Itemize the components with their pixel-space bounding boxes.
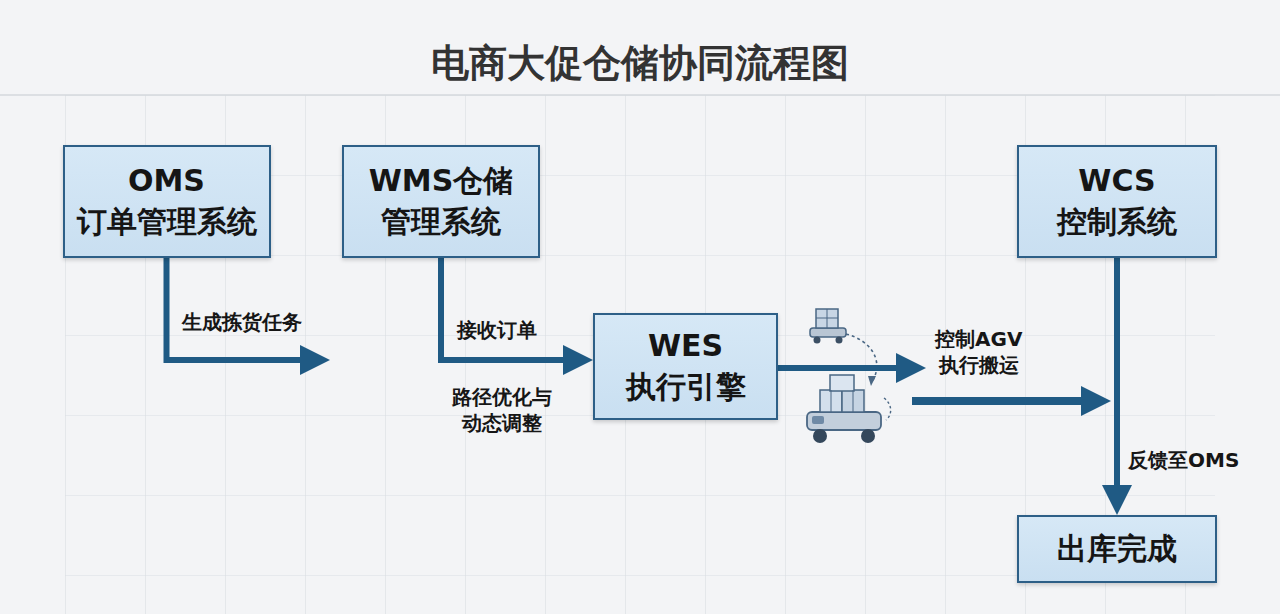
edge-label: 反馈至OMS — [1128, 447, 1239, 473]
arrow-head — [1102, 485, 1132, 515]
connector — [441, 258, 593, 375]
diagram-title: 电商大促仓储协同流程图 — [0, 38, 1280, 89]
connector — [1102, 258, 1132, 515]
connector-line — [912, 397, 1085, 405]
process-box: OMS 订单管理系统 — [63, 145, 271, 258]
process-box: WES 执行引擎 — [593, 313, 778, 420]
box-label: WES 执行引擎 — [626, 326, 746, 407]
arrow-head — [896, 353, 926, 383]
arrow-head — [1081, 386, 1111, 416]
box-label: 出库完成 — [1057, 529, 1177, 570]
edge-label: 接收订单 — [457, 317, 537, 343]
connector-line — [778, 365, 900, 371]
connector — [167, 258, 331, 375]
box-label: WMS仓储 管理系统 — [369, 161, 514, 242]
connector-line — [441, 258, 567, 360]
node-text-group: WES 执行引擎 — [626, 326, 746, 407]
arrow-head — [563, 345, 593, 375]
process-box: WCS 控制系统 — [1017, 145, 1217, 258]
box-label: OMS 订单管理系统 — [77, 161, 257, 242]
agv-large — [807, 375, 881, 443]
edge-label: 控制AGV 执行搬运 — [935, 326, 1022, 378]
connector-line — [167, 258, 305, 360]
arrow-head — [300, 345, 330, 375]
agv-small — [810, 309, 846, 344]
process-box: 出库完成 — [1017, 515, 1217, 583]
node-text-group: WMS仓储 管理系统 — [369, 161, 514, 242]
process-box: WMS仓储 管理系统 — [342, 145, 540, 258]
box-label: WCS 控制系统 — [1057, 161, 1177, 242]
connector-line — [1114, 258, 1120, 489]
edge-label: 生成拣货任务 — [182, 309, 302, 335]
annotation-label: 路径优化与 动态调整 — [452, 384, 552, 436]
node-text-group: WCS 控制系统 — [1057, 161, 1177, 242]
node-text-group: 出库完成 — [1057, 529, 1177, 570]
node-text-group: OMS 订单管理系统 — [77, 161, 257, 242]
